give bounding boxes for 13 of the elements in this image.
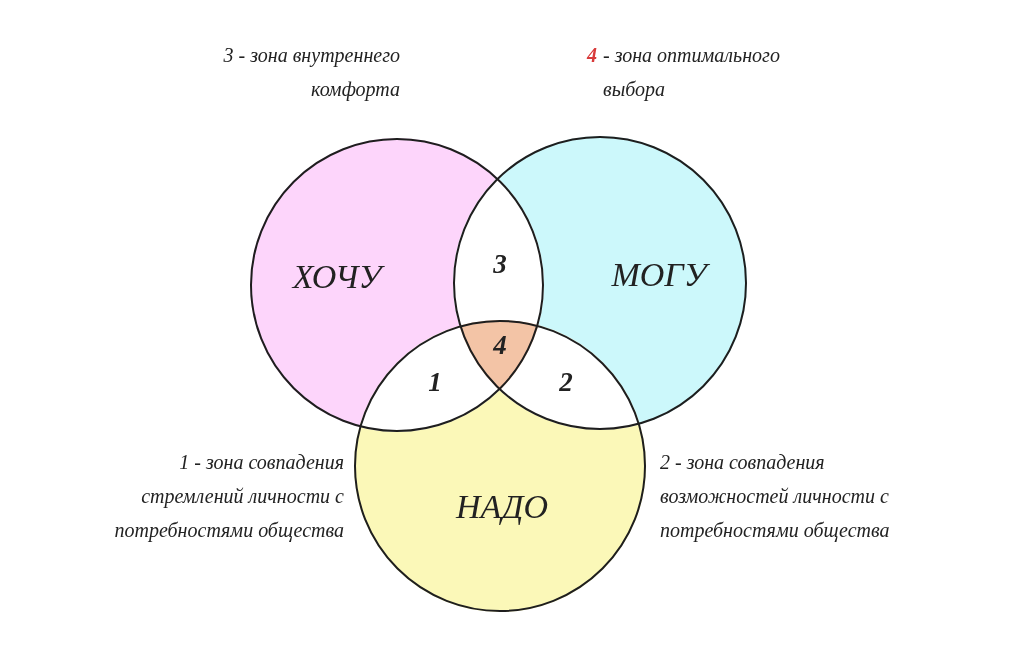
venn-circle (354, 320, 646, 612)
zone-number: 1 (428, 368, 442, 396)
zone-number: 4 (587, 43, 598, 68)
zone-note: - зона оптимального выбора (603, 43, 781, 103)
circle-label: НАДО (456, 488, 548, 526)
zone-note: 3 - зона внутреннего комфорта (222, 43, 400, 103)
zone-number: 4 (493, 331, 507, 359)
venn-circle (453, 136, 747, 430)
zone-note: 2 - зона совпадения возможностей личности с потребностями общества (660, 450, 891, 544)
venn-circle (250, 138, 544, 432)
zone-number: 3 (493, 250, 507, 278)
zone-note: 1 - зона совпадения стремлений личности с потребностями общества (113, 450, 344, 544)
zone-number: 2 (559, 368, 573, 396)
